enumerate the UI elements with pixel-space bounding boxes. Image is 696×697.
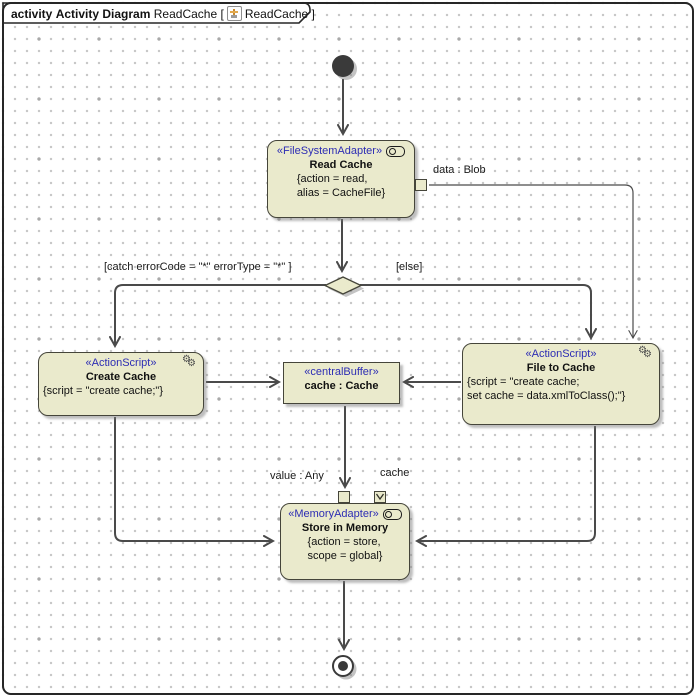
frame-ref-open: [ [220,6,224,21]
adapter-icon [386,145,406,157]
store-in-memory-stereotype-row: «MemoryAdapter» [281,507,409,521]
buffer-stereotype-row: «centralBuffer» [284,365,399,379]
frame-diagram-name: ReadCache [153,6,218,21]
guard-label-catch[interactable]: [catch errorCode = "*" errorType = "*" ] [104,261,292,273]
action-store-in-memory[interactable]: «MemoryAdapter» Store in Memory {action … [280,503,410,580]
frame-diagram-type: Activity Diagram [55,6,151,21]
stereotype-label: «ActionScript» [525,348,597,360]
stereotype-label: «FileSystemAdapter» [276,145,383,157]
activity-diagram-icon [226,6,242,21]
activity-final-node[interactable] [332,655,357,680]
stereotype-label: «MemoryAdapter» [288,508,379,520]
action-create-cache[interactable]: ⚙ ⚙ «ActionScript» Create Cache {script … [38,352,204,416]
read-cache-stereotype-row: «FileSystemAdapter» [268,144,414,158]
decision-diamond[interactable] [323,276,363,295]
central-buffer-cache[interactable]: «centralBuffer» cache : Cache [283,362,400,404]
frame-ref-name: ReadCache [244,6,309,21]
action-name: Store in Memory [301,522,389,534]
action-name: Create Cache [85,371,157,383]
action-name: File to Cache [526,362,596,374]
frame-ref-close: ] [311,6,315,21]
edge-decision-to-createcache[interactable] [115,284,326,346]
create-cache-stereotype-row: «ActionScript» [39,356,203,370]
gears-icon: ⚙ ⚙ [182,354,196,369]
initial-node[interactable] [332,55,357,80]
action-property-line: {script = "create cache;"} [43,385,164,397]
action-property-line: scope = global} [307,550,383,562]
input-pin-cache[interactable] [374,491,386,503]
final-node-dot [338,661,348,671]
edge-filetocache-to-storeinmemory[interactable] [417,426,596,541]
action-property-line: {script = "create cache; [467,376,580,388]
edge-createcache-to-storeinmemory[interactable] [114,417,273,541]
file-to-cache-stereotype-row: «ActionScript» [463,347,659,361]
action-property-line: set cache = data.xmlToClass();"} [467,390,626,402]
guard-label-else[interactable]: [else] [396,261,423,273]
pin-label-cache[interactable]: cache [380,467,410,479]
action-property-line: {action = read, [296,173,368,185]
frame-keyword: activity [11,6,53,21]
input-pin-value[interactable] [338,491,350,503]
pin-label-data[interactable]: data : Blob [433,164,486,176]
frame-title[interactable]: activity Activity Diagram ReadCache [ Re… [11,6,315,21]
pin-label-value[interactable]: value : Any [270,470,324,482]
action-file-to-cache[interactable]: ⚙ ⚙ «ActionScript» File to Cache {script… [462,343,660,425]
pin-arrow-glyph [375,493,385,501]
output-pin-data[interactable] [415,179,427,191]
gears-icon: ⚙ ⚙ [638,345,652,360]
action-property-line: alias = CacheFile} [296,187,386,199]
action-name: Read Cache [309,159,373,171]
buffer-name: cache : Cache [304,380,379,392]
stereotype-label: «ActionScript» [85,357,157,369]
initial-node-dot[interactable] [332,55,354,77]
action-property-line: {action = store, [307,536,381,548]
edge-decision-to-filetocache[interactable] [360,284,591,338]
action-read-cache[interactable]: «FileSystemAdapter» Read Cache {action =… [267,140,415,218]
decision-node[interactable] [323,276,364,297]
edge-datapin-to-filetocache[interactable] [429,184,638,340]
adapter-icon [382,508,402,520]
stereotype-label: «centralBuffer» [304,366,379,378]
